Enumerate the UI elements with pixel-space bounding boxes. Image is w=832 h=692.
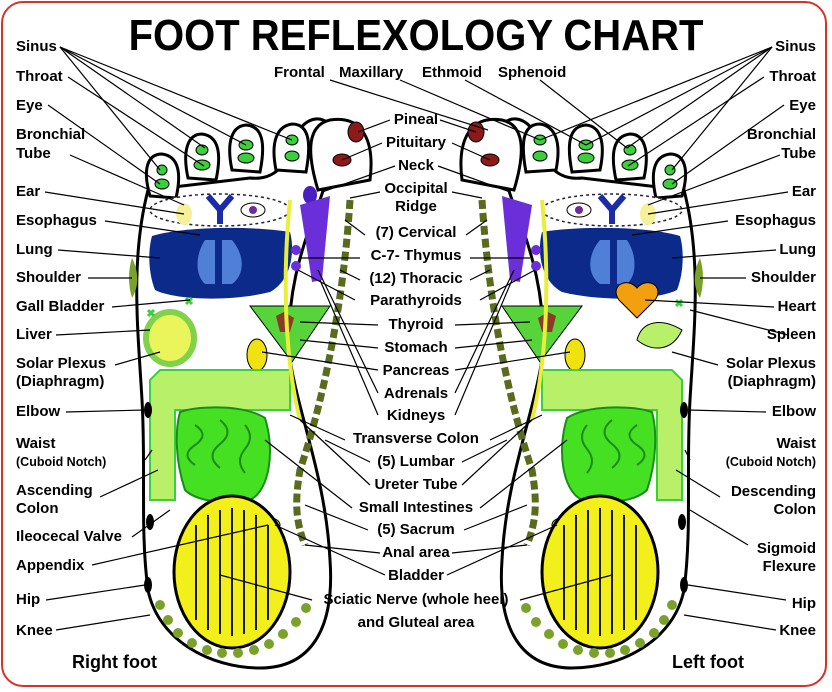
right-toe-5 (145, 152, 181, 200)
label-sacrum: (5) Sacrum (377, 521, 455, 538)
label-adrenals: Adrenals (383, 385, 449, 402)
label-esophagus-left: Esophagus (16, 212, 97, 229)
label-small-intestines: Small Intestines (358, 499, 474, 516)
label-colon-left: Colon (16, 500, 59, 517)
label-pineal: Pineal (393, 111, 439, 128)
label-spleen: Spleen (766, 326, 816, 343)
label-knee-right: Knee (779, 622, 816, 639)
label-thymus: C-7- Thymus (370, 247, 462, 264)
label-parathyroids: Parathyroids (370, 292, 462, 309)
label-hip-left: Hip (16, 591, 41, 608)
label-lung-right: Lung (779, 241, 816, 258)
label-sinus-right: Sinus (775, 38, 816, 55)
label-ascending: Ascending (16, 482, 93, 499)
label-esophagus-right: Esophagus (735, 212, 816, 229)
label-anal-area: Anal area (382, 544, 450, 561)
right-lung (149, 227, 293, 299)
label-flexure: Flexure (762, 558, 816, 575)
label-ear-left: Ear (16, 183, 41, 200)
right-toe-4 (184, 132, 221, 182)
label-diaphragm-right: (Diaphragm) (727, 373, 816, 390)
label-throat-left: Throat (16, 68, 63, 85)
label-elbow-left: Elbow (16, 403, 61, 420)
label-eye-right: Eye (789, 97, 816, 114)
label-ridge: Ridge (395, 198, 437, 215)
label-waist-right: Waist (776, 435, 816, 452)
label-sigmoid: Sigmoid (756, 540, 816, 557)
label-cervical: (7) Cervical (375, 224, 457, 241)
label-transverse-colon: Transverse Colon (353, 430, 479, 447)
label-ileocecal: Ileocecal Valve (16, 528, 122, 545)
right-spine (293, 199, 354, 547)
label-shoulder-left: Shoulder (16, 269, 82, 286)
right-foot (129, 117, 373, 670)
label-pancreas: Pancreas (382, 362, 450, 379)
chart-title: FOOT REFLEXOLOGY CHART (128, 12, 704, 60)
heart-zone (615, 282, 659, 319)
right-small-intestines (175, 406, 271, 503)
label-bladder: Bladder (388, 567, 444, 584)
label-elbow-right: Elbow (771, 403, 816, 420)
label-tube-right: Tube (781, 145, 816, 162)
label-hip-right: Hip (791, 595, 816, 612)
label-tube-left: Tube (16, 145, 51, 162)
label-liver: Liver (16, 326, 52, 343)
label-colon-right: Colon (773, 501, 817, 518)
label-lung-left: Lung (16, 241, 53, 258)
label-thyroid: Thyroid (388, 316, 444, 333)
label-gluteal: and Gluteal area (357, 614, 475, 631)
label-cuboid-right: (Cuboid Notch) (725, 455, 816, 469)
label-stomach: Stomach (384, 339, 448, 356)
label-gall-bladder: Gall Bladder (16, 298, 105, 315)
label-appendix: Appendix (16, 557, 85, 574)
label-diaphragm-left: (Diaphragm) (16, 373, 105, 390)
right-stomach (249, 305, 331, 363)
label-solar-plexus-left: Solar Plexus (16, 355, 107, 372)
label-neck: Neck (398, 157, 434, 174)
label-ethmoid: Ethmoid (422, 64, 482, 81)
label-frontal: Frontal (274, 64, 325, 81)
label-ear-right: Ear (791, 183, 816, 200)
label-occipital: Occipital (384, 180, 448, 197)
right-toe-2 (272, 122, 311, 174)
label-maxillary: Maxillary (339, 64, 404, 81)
label-thoracic: (12) Thoracic (369, 270, 463, 287)
label-pituitary: Pituitary (385, 134, 446, 151)
label-knee-left: Knee (16, 622, 53, 639)
label-waist-left: Waist (16, 435, 56, 452)
label-lumbar: (5) Lumbar (377, 453, 455, 470)
caption-left-foot: Left foot (672, 652, 744, 672)
caption-right-foot: Right foot (72, 652, 157, 672)
leader-lines (44, 46, 789, 631)
label-heart: Heart (777, 298, 816, 315)
label-sphenoid: Sphenoid (498, 64, 567, 81)
label-bronchial-left: Bronchial (16, 126, 86, 143)
label-shoulder-right: Shoulder (750, 269, 816, 286)
label-bronchial-right: Bronchial (746, 126, 816, 143)
left-foot (459, 117, 703, 670)
label-sinus-left: Sinus (16, 38, 57, 55)
label-descending: Descending (730, 483, 816, 500)
label-cuboid-left: (Cuboid Notch) (16, 455, 107, 469)
label-kidneys: Kidneys (386, 407, 446, 424)
label-sciatic: Sciatic Nerve (whole heel) (323, 591, 509, 608)
label-eye-left: Eye (16, 97, 43, 114)
label-solar-plexus-right: Solar Plexus (725, 355, 816, 372)
label-throat-right: Throat (769, 68, 816, 85)
label-ureter: Ureter Tube (374, 476, 458, 493)
